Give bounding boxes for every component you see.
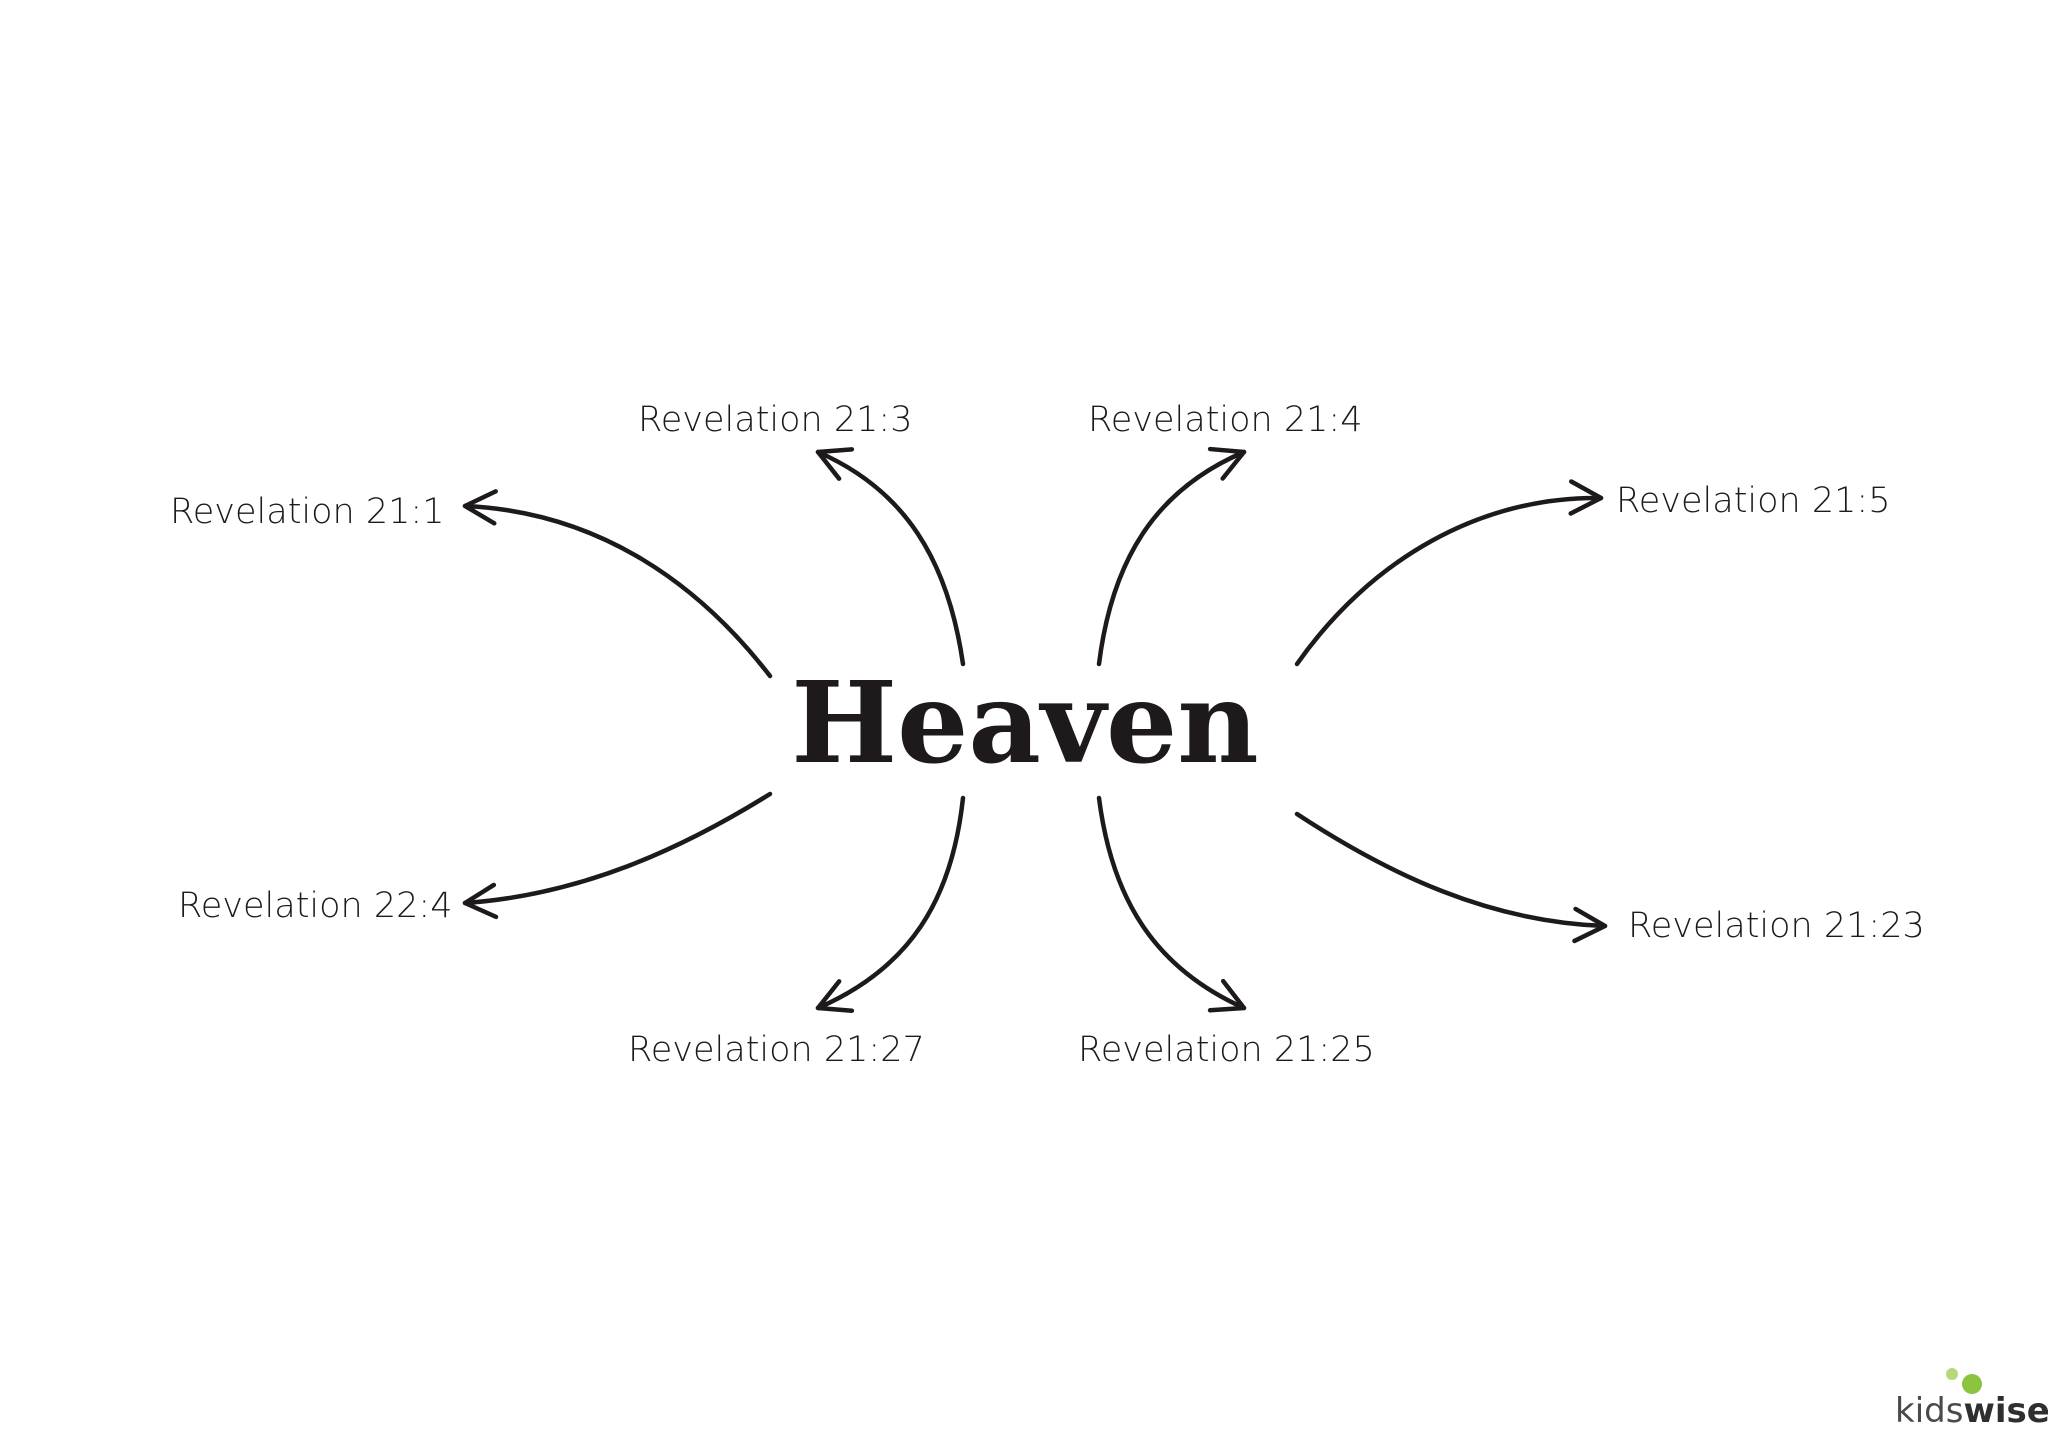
- branch-label-rev-21-5: Revelation 21:5: [1616, 481, 1890, 521]
- branch-label-rev-21-27: Revelation 21:27: [628, 1030, 925, 1070]
- branch-label-rev-21-4: Revelation 21:4: [1088, 400, 1362, 440]
- arrow-to-rev-21-3: [815, 447, 966, 667]
- arrow-to-rev-21-27: [815, 795, 966, 1013]
- arrow-to-rev-21-23: [1294, 811, 1608, 944]
- logo-dot-small: [1946, 1368, 1958, 1380]
- branch-label-rev-21-3: Revelation 21:3: [638, 400, 912, 440]
- logo-prefix: kids: [1895, 1391, 1963, 1431]
- branch-label-rev-22-4: Revelation 22:4: [178, 886, 452, 926]
- logo-wordmark: kidswise: [1895, 1391, 2048, 1431]
- arrow-to-rev-21-25: [1096, 795, 1247, 1013]
- logo-dot-large: [1962, 1374, 1982, 1394]
- branch-label-rev-21-1: Revelation 21:1: [170, 492, 444, 532]
- arrow-to-rev-22-4: [462, 791, 773, 920]
- logo-suffix: wise: [1963, 1391, 2048, 1431]
- center-title: Heaven: [791, 658, 1258, 789]
- arrow-to-rev-21-1: [462, 489, 773, 679]
- arrow-to-rev-21-4: [1096, 446, 1247, 667]
- branch-label-rev-21-23: Revelation 21:23: [1628, 906, 1925, 946]
- kidswise-logo: kidswise: [1895, 1368, 2048, 1431]
- arrow-to-rev-21-5: [1294, 479, 1604, 667]
- branch-label-rev-21-25: Revelation 21:25: [1078, 1030, 1375, 1070]
